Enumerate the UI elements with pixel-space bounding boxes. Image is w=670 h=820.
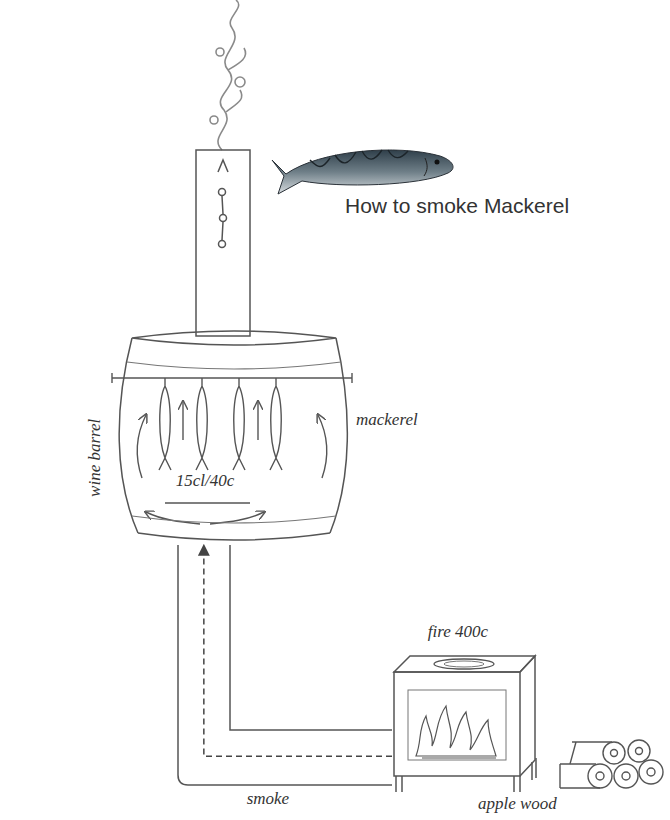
stove-legs (396, 758, 536, 792)
log-pile (560, 740, 663, 788)
temperature-label: 15cl/40c (176, 471, 235, 491)
smoke-plume (210, 0, 246, 150)
edge-label: smoke (245, 789, 291, 809)
wood-stove-outline (392, 650, 537, 778)
mackerel-picture (272, 150, 453, 194)
wood-stove: fire 400c (392, 650, 537, 778)
wine-barrel: wine barrel15cl/40c (118, 328, 350, 545)
smoke-pipe (178, 545, 392, 785)
smoke-flow (204, 545, 392, 756)
wood-label: apple wood (478, 794, 557, 814)
hanging-mackerel (112, 373, 352, 470)
title: How to smoke Mackerel (345, 194, 569, 218)
flow-arrows (137, 402, 327, 524)
wine-barrel-outline (118, 328, 350, 545)
chimney (196, 150, 250, 336)
mackerel-label: mackerel (356, 410, 418, 430)
fire-label: fire 400c (428, 622, 488, 642)
barrel-label: wine barrel (85, 419, 105, 497)
